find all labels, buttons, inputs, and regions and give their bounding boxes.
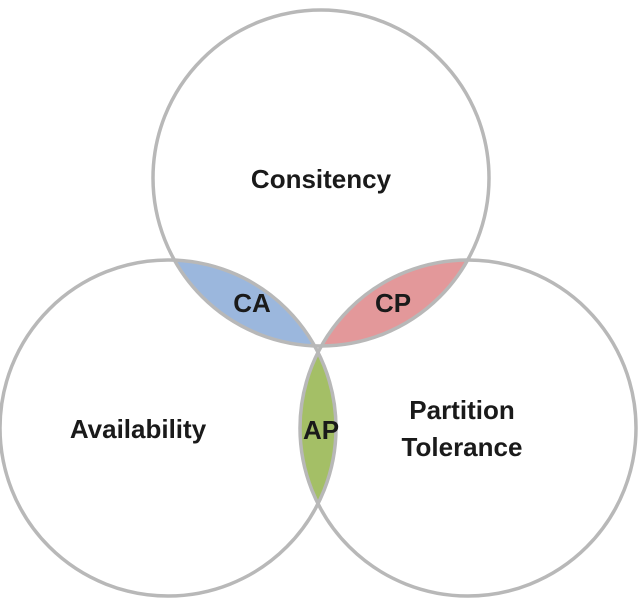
ca-label: CA: [233, 288, 271, 318]
partition-label-line2: Tolerance: [402, 432, 523, 462]
consistency-label: Consitency: [251, 164, 392, 194]
availability-label: Availability: [70, 414, 207, 444]
partition-label-line1: Partition: [409, 395, 514, 425]
ap-label: AP: [303, 415, 339, 445]
availability-circle: [0, 258, 338, 598]
partition-tolerance-circle: [298, 258, 638, 598]
cp-label: CP: [375, 288, 411, 318]
